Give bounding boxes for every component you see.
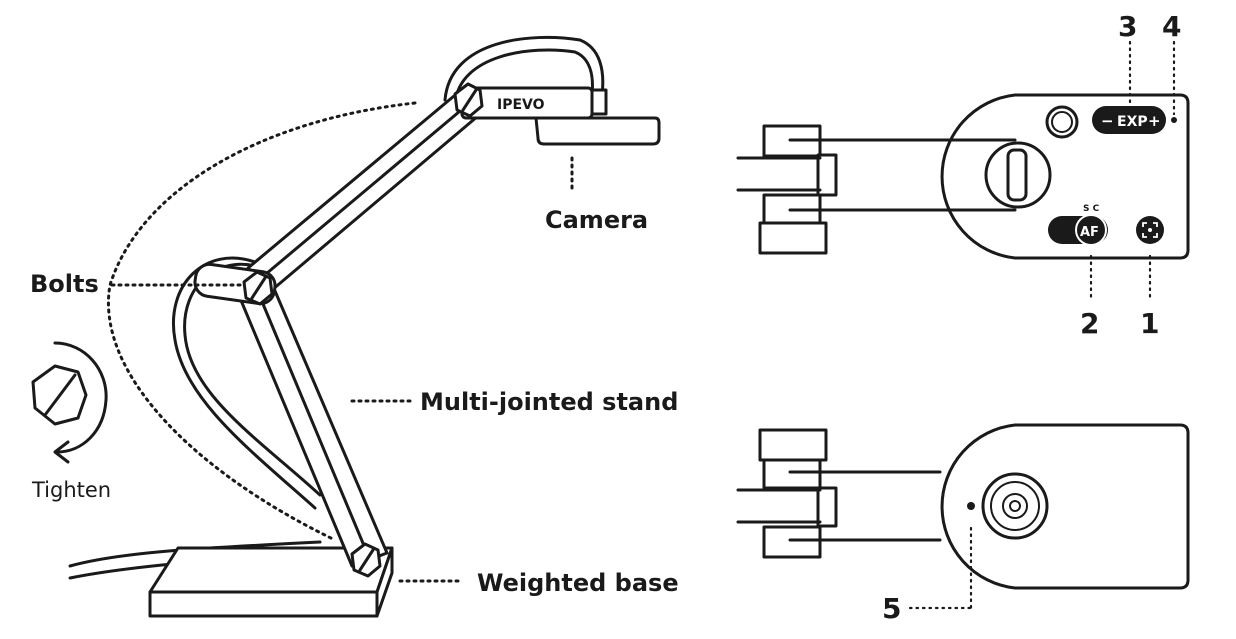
exposure-plus: + bbox=[1148, 112, 1161, 130]
focus-button[interactable] bbox=[1136, 216, 1164, 244]
stand-upper-arm bbox=[246, 94, 480, 292]
exposure-minus: − bbox=[1101, 112, 1114, 130]
bolt-icon bbox=[31, 364, 88, 426]
stand-lower-arm bbox=[238, 282, 389, 568]
autofocus-label: AF bbox=[1080, 225, 1099, 240]
bolt-icon bbox=[242, 270, 274, 306]
exposure-label: EXP bbox=[1117, 114, 1148, 130]
label-weighted-base: Weighted base bbox=[477, 569, 679, 597]
weighted-base bbox=[148, 546, 394, 618]
sc-label: S C bbox=[1083, 204, 1100, 214]
stand-side-view: IPEVO Camera Bolts Multi-jointed stand W… bbox=[30, 35, 679, 618]
tighten-diagram: Tighten bbox=[31, 341, 111, 502]
camera-top-view: − EXP + AF S C 3 4 2 1 bbox=[736, 10, 1190, 340]
callout-5: 5 bbox=[882, 592, 901, 625]
bolt-icon bbox=[350, 542, 382, 578]
label-tighten: Tighten bbox=[31, 478, 111, 502]
callout-3: 3 bbox=[1118, 10, 1137, 43]
camera-bottom-view: 5 bbox=[736, 423, 1190, 625]
callout-4: 4 bbox=[1162, 10, 1181, 43]
callout-1: 1 bbox=[1140, 307, 1159, 340]
autofocus-switch[interactable]: AF bbox=[1048, 214, 1108, 246]
label-camera: Camera bbox=[545, 206, 648, 234]
bolt-icon bbox=[453, 82, 484, 118]
camera-lens bbox=[981, 472, 1049, 540]
brand-logo: IPEVO bbox=[497, 97, 545, 113]
label-bolts: Bolts bbox=[30, 270, 99, 298]
rotate-arrow-icon bbox=[53, 341, 108, 464]
exposure-button[interactable]: − EXP + bbox=[1092, 106, 1166, 134]
callout-2: 2 bbox=[1080, 307, 1099, 340]
label-multi-jointed-stand: Multi-jointed stand bbox=[420, 388, 678, 416]
camera-head: IPEVO bbox=[460, 86, 661, 146]
focus-icon bbox=[1142, 222, 1158, 238]
